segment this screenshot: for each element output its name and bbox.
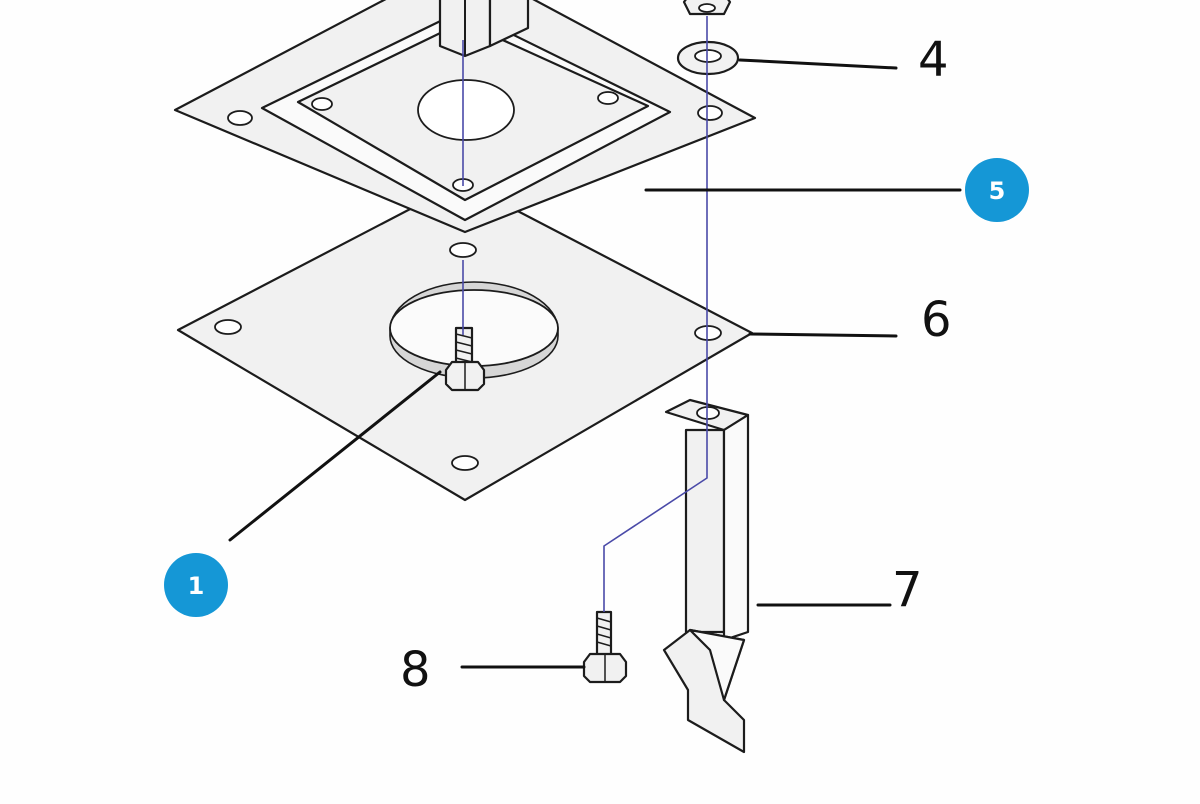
badge-1[interactable]: 1 (164, 553, 228, 617)
leader-lines (228, 58, 962, 669)
nut-and-washer-4 (676, 0, 740, 76)
mounting-plate-5 (173, 0, 757, 234)
bracket-7 (662, 398, 750, 754)
bolt-8 (582, 610, 628, 684)
label-8: 8 (400, 642, 431, 698)
label-7: 7 (892, 562, 923, 618)
badge-5-circle (965, 158, 1029, 222)
badge-1-circle (164, 553, 228, 617)
bolt-1 (444, 326, 486, 392)
badge-1-label: 1 (188, 572, 205, 600)
badge-5-label: 5 (989, 177, 1006, 205)
badge-5[interactable]: 5 (965, 158, 1029, 222)
label-6: 6 (921, 292, 952, 348)
assembly-axis-lines (462, 16, 708, 612)
label-4: 4 (918, 32, 949, 88)
